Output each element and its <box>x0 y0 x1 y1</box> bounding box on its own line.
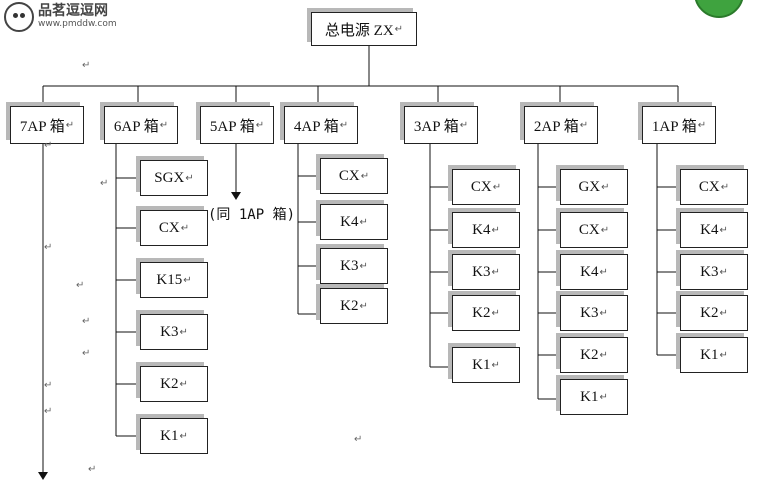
circuit-box: K4↵ <box>680 212 748 248</box>
paragraph-mark: ↵ <box>44 380 53 391</box>
panel-3ap: 3AP 箱↵ <box>404 106 478 144</box>
panel-6ap: 6AP 箱↵ <box>104 106 178 144</box>
panel-7ap: 7AP 箱↵ <box>10 106 84 144</box>
circuit-box: SGX↵ <box>140 160 208 196</box>
circuit-box: K4↵ <box>560 254 628 290</box>
panel-2ap: 2AP 箱↵ <box>524 106 598 144</box>
paragraph-mark: ↵ <box>100 178 109 189</box>
circuit-box: CX↵ <box>140 210 208 246</box>
arrow-head <box>231 192 241 200</box>
paragraph-mark: ↵ <box>354 434 363 445</box>
paragraph-mark: ↵ <box>76 280 85 291</box>
paragraph-mark: ↵ <box>44 140 53 151</box>
circuit-box: CX↵ <box>560 212 628 248</box>
paragraph-mark: ↵ <box>82 348 91 359</box>
mascot-icon <box>4 2 34 32</box>
panel-5ap: 5AP 箱↵ <box>200 106 274 144</box>
circuit-box: K2↵ <box>452 295 520 331</box>
circuit-box: CX↵ <box>320 158 388 194</box>
circuit-box: K3↵ <box>140 314 208 350</box>
circuit-box: K1↵ <box>560 379 628 415</box>
panel-1ap: 1AP 箱↵ <box>642 106 716 144</box>
paragraph-mark: ↵ <box>82 316 91 327</box>
circuit-box: K2↵ <box>560 337 628 373</box>
circuit-box: K15↵ <box>140 262 208 298</box>
circuit-box: K3↵ <box>680 254 748 290</box>
paragraph-mark: ↵ <box>88 464 97 475</box>
logo-name: 品茗逗逗网 <box>38 3 108 20</box>
paragraph-mark: ↵ <box>44 406 53 417</box>
circuit-box: CX↵ <box>680 169 748 205</box>
circuit-box: K4↵ <box>320 204 388 240</box>
panel-5ap-note: (同 1AP 箱) <box>208 207 296 223</box>
circuit-box: GX↵ <box>560 169 628 205</box>
root-box: 总电源 ZX↵ <box>311 12 417 46</box>
circuit-box: K3↵ <box>320 248 388 284</box>
circuit-box: K2↵ <box>320 288 388 324</box>
circuit-box: K3↵ <box>560 295 628 331</box>
circuit-box: K3↵ <box>452 254 520 290</box>
circuit-box: K2↵ <box>140 366 208 402</box>
site-logo: 品茗逗逗网 www.pmddw.com <box>4 2 117 32</box>
paragraph-mark: ↵ <box>82 60 91 71</box>
logo-url: www.pmddw.com <box>38 18 117 29</box>
circuit-box: K4↵ <box>452 212 520 248</box>
circuit-box: K1↵ <box>680 337 748 373</box>
arrow-head <box>38 472 48 480</box>
panel-4ap: 4AP 箱↵ <box>284 106 358 144</box>
circuit-box: K1↵ <box>452 347 520 383</box>
paragraph-mark: ↵ <box>44 242 53 253</box>
circuit-box: K2↵ <box>680 295 748 331</box>
circuit-box: CX↵ <box>452 169 520 205</box>
circuit-box: K1↵ <box>140 418 208 454</box>
root-label: 总电源 ZX <box>324 22 394 39</box>
